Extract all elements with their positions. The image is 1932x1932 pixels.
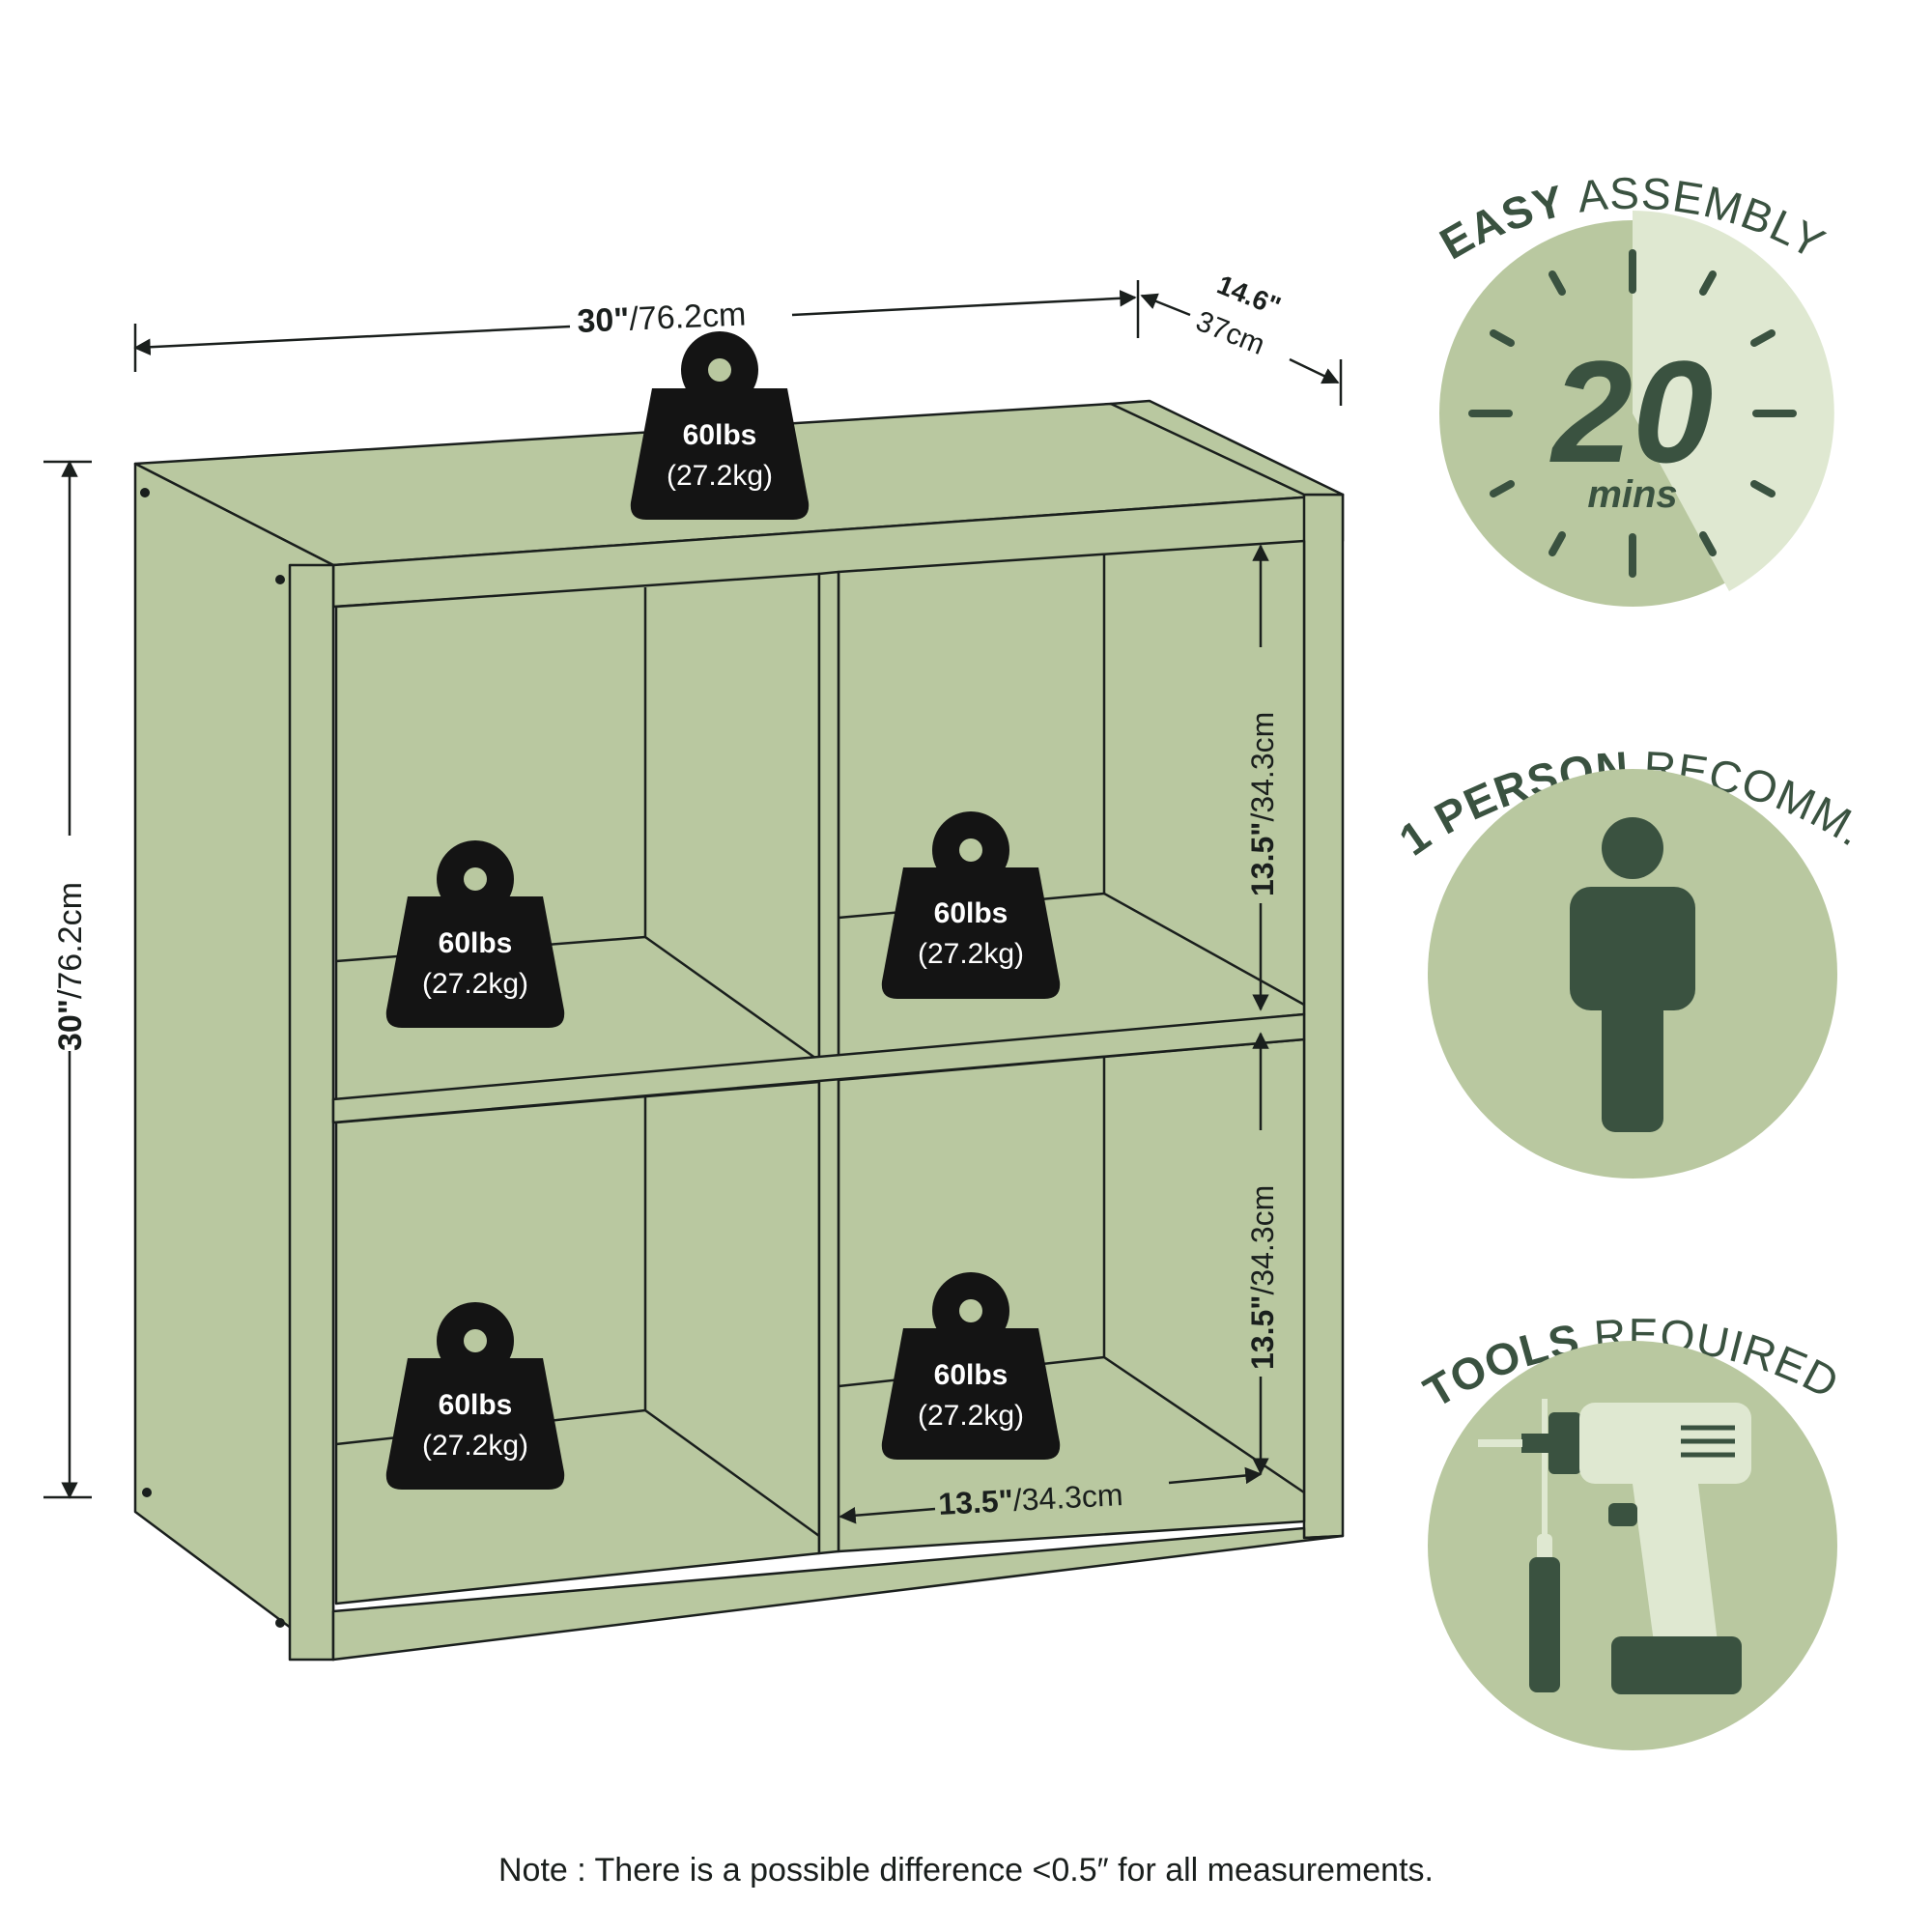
shelf-bottom-front-edge: [331, 1526, 1345, 1662]
clock-icon: 20 mins: [1439, 211, 1834, 607]
weight-icon: 60lbs (27.2kg): [630, 331, 810, 520]
cube-shelf-drawing: [133, 399, 1345, 1662]
one-person-badge: 1 PERSON RECOMM.: [1390, 742, 1873, 1179]
person-icon: [1428, 769, 1837, 1179]
weight-icon: 60lbs (27.2kg): [385, 840, 565, 1028]
width-dimension-label: 30"/76.2cm: [577, 296, 747, 340]
svg-text:(27.2kg): (27.2kg): [918, 1400, 1024, 1432]
measurement-note: Note : There is a possible difference <0…: [498, 1852, 1434, 1889]
shelf-right-front-edge: [1302, 493, 1345, 1540]
cube-bottom-right-back: [837, 1037, 1306, 1553]
tools-required-badge: TOOLS REQUIRED: [1415, 1309, 1847, 1750]
shelf-middle-board: [331, 1012, 1306, 1124]
svg-text:(27.2kg): (27.2kg): [422, 968, 528, 1000]
svg-text:60lbs: 60lbs: [439, 1389, 513, 1421]
height-dimension-label: 30"/76.2cm: [52, 882, 89, 1051]
svg-text:60lbs: 60lbs: [683, 419, 757, 451]
cube-width-label: 13.5"/34.3cm: [937, 1477, 1123, 1521]
svg-text:60lbs: 60lbs: [934, 897, 1009, 929]
svg-text:60lbs: 60lbs: [439, 927, 513, 959]
drill-screwdriver-icon: [1428, 1341, 1837, 1750]
svg-text:60lbs: 60lbs: [934, 1359, 1009, 1391]
bottom-cube-height-label: 13.5"/34.3cm: [1245, 1185, 1280, 1370]
assembly-time-number: 20: [1549, 330, 1714, 493]
easy-assembly-badge: EASY ASSEMBLY 20 mins: [1432, 168, 1834, 607]
weight-icon: 60lbs (27.2kg): [881, 1272, 1061, 1460]
shelf-right-top-bevel: [1109, 399, 1345, 497]
svg-text:(27.2kg): (27.2kg): [667, 460, 773, 492]
top-cube-height-label: 13.5"/34.3cm: [1245, 712, 1280, 896]
shelf-left-front-edge: [288, 563, 335, 1662]
svg-text:(27.2kg): (27.2kg): [918, 938, 1024, 970]
weight-icon: 60lbs (27.2kg): [881, 811, 1061, 999]
cube-bottom-left-back: [334, 1080, 821, 1605]
weight-icon: 60lbs (27.2kg): [385, 1302, 565, 1490]
assembly-time-unit: mins: [1587, 473, 1677, 516]
svg-text:(27.2kg): (27.2kg): [422, 1430, 528, 1462]
dimension-lines: [43, 280, 1343, 1524]
